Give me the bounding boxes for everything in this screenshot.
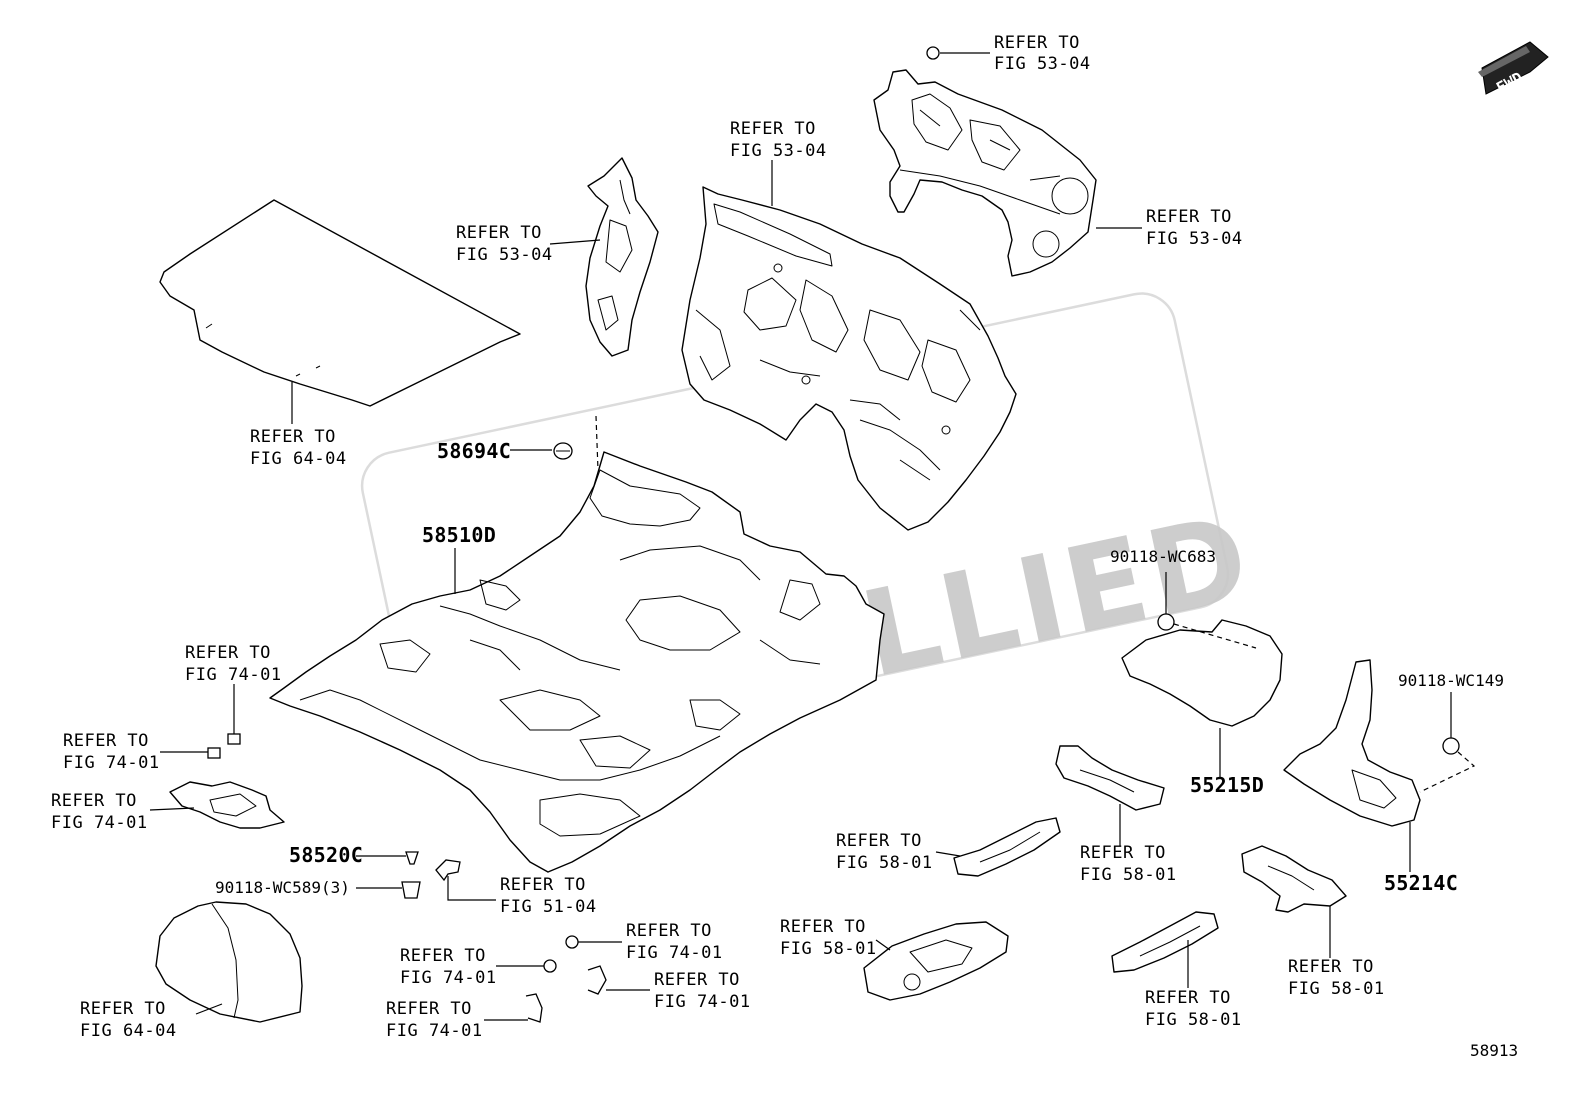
refer-label-r11-line2: FIG 74-01 — [626, 943, 723, 963]
strip-pad-2 — [953, 817, 1061, 877]
refer-label-r5-line2: FIG 64-04 — [250, 449, 347, 469]
refer-label-r15-line1: REFER TO — [836, 831, 922, 851]
clip-51-04-icon — [435, 859, 461, 882]
part-number-labels: 58694C 58510D 58520C 90118-WC589(3) 9011… — [215, 439, 1504, 897]
refer-label-r14-line2: FIG 74-01 — [386, 1021, 483, 1041]
refer-label-r12-line2: FIG 74-01 — [400, 968, 497, 988]
refer-label-r18-line1: REFER TO — [1288, 957, 1374, 977]
part-number-90118-WC589: 90118-WC589(3) — [215, 878, 350, 897]
refer-label-r3-line2: FIG 53-04 — [456, 245, 553, 265]
dash-silencer-main — [681, 186, 1017, 531]
bolt-74-01-lower-icon — [525, 935, 607, 1023]
refer-label-r11-line1: REFER TO — [626, 921, 712, 941]
refer-label-r2-line2: FIG 53-04 — [730, 141, 827, 161]
refer-label-r2-line1: REFER TO — [730, 119, 816, 139]
part-number-58694C: 58694C — [437, 439, 511, 463]
refer-label-r7-line1: REFER TO — [63, 731, 149, 751]
refer-label-r15-line2: FIG 58-01 — [836, 853, 933, 873]
refer-label-r1-line2: FIG 53-04 — [994, 54, 1091, 74]
refer-label-r16-line1: REFER TO — [1080, 843, 1166, 863]
pad-55215D — [1121, 613, 1283, 727]
refer-label-r4-line2: FIG 53-04 — [1146, 229, 1243, 249]
bolt-74-01-upper-icon — [207, 733, 241, 759]
refer-label-r17-line1: REFER TO — [780, 917, 866, 937]
clip-58520C-icon — [405, 851, 419, 865]
clip-58694C-icon — [553, 442, 573, 460]
wheel-house-cover — [155, 901, 303, 1023]
floor-pad-left — [169, 781, 285, 829]
refer-label-r14-line1: REFER TO — [386, 999, 472, 1019]
fwd-arrow-icon: FWD — [1478, 41, 1549, 97]
refer-label-r4-line1: REFER TO — [1146, 207, 1232, 227]
refer-label-r8-line2: FIG 74-01 — [51, 813, 148, 833]
refer-label-r19-line2: FIG 58-01 — [1145, 1010, 1242, 1030]
strip-pad-5 — [863, 921, 1009, 1001]
refer-label-r9-line1: REFER TO — [500, 875, 586, 895]
refer-labels: REFER TO FIG 53-04 REFER TO FIG 53-04 RE… — [51, 33, 1385, 1041]
refer-label-r13-line1: REFER TO — [654, 970, 740, 990]
refer-label-r16-line2: FIG 58-01 — [1080, 865, 1177, 885]
figure-code: 58913 — [1470, 1041, 1518, 1060]
part-number-55214C: 55214C — [1384, 871, 1458, 895]
refer-label-r6-line2: FIG 74-01 — [185, 665, 282, 685]
refer-label-r10-line1: REFER TO — [80, 999, 166, 1019]
refer-label-r9-line2: FIG 51-04 — [500, 897, 597, 917]
refer-label-r1-line1: REFER TO — [994, 33, 1080, 53]
refer-label-r17-line2: FIG 58-01 — [780, 939, 877, 959]
refer-label-r7-line2: FIG 74-01 — [63, 753, 160, 773]
refer-label-r5-line1: REFER TO — [250, 427, 336, 447]
part-number-90118-WC149: 90118-WC149 — [1398, 671, 1504, 690]
refer-label-r13-line2: FIG 74-01 — [654, 992, 751, 1012]
refer-label-r12-line1: REFER TO — [400, 946, 486, 966]
refer-label-r10-line2: FIG 64-04 — [80, 1021, 177, 1041]
clip-90118-WC589-icon — [401, 881, 421, 899]
pad-55214C — [1283, 659, 1460, 827]
dash-silencer-upper — [873, 46, 1097, 277]
strip-pad-1 — [1055, 745, 1165, 811]
refer-label-r6-line1: REFER TO — [185, 643, 271, 663]
side-silencer — [585, 157, 659, 357]
floor-carpet-58510D — [269, 451, 885, 873]
part-number-55215D: 55215D — [1190, 773, 1264, 797]
strip-pad-4 — [1111, 911, 1219, 973]
refer-label-r19-line1: REFER TO — [1145, 988, 1231, 1008]
leader-lines — [149, 52, 1476, 1021]
part-number-90118-WC683: 90118-WC683 — [1110, 547, 1216, 566]
part-number-58520C: 58520C — [289, 843, 363, 867]
rear-floor-mat — [159, 199, 521, 407]
refer-label-r8-line1: REFER TO — [51, 791, 137, 811]
refer-label-r18-line2: FIG 58-01 — [1288, 979, 1385, 999]
refer-label-r3-line1: REFER TO — [456, 223, 542, 243]
strip-pad-3 — [1241, 845, 1347, 913]
part-number-58510D: 58510D — [422, 523, 496, 547]
